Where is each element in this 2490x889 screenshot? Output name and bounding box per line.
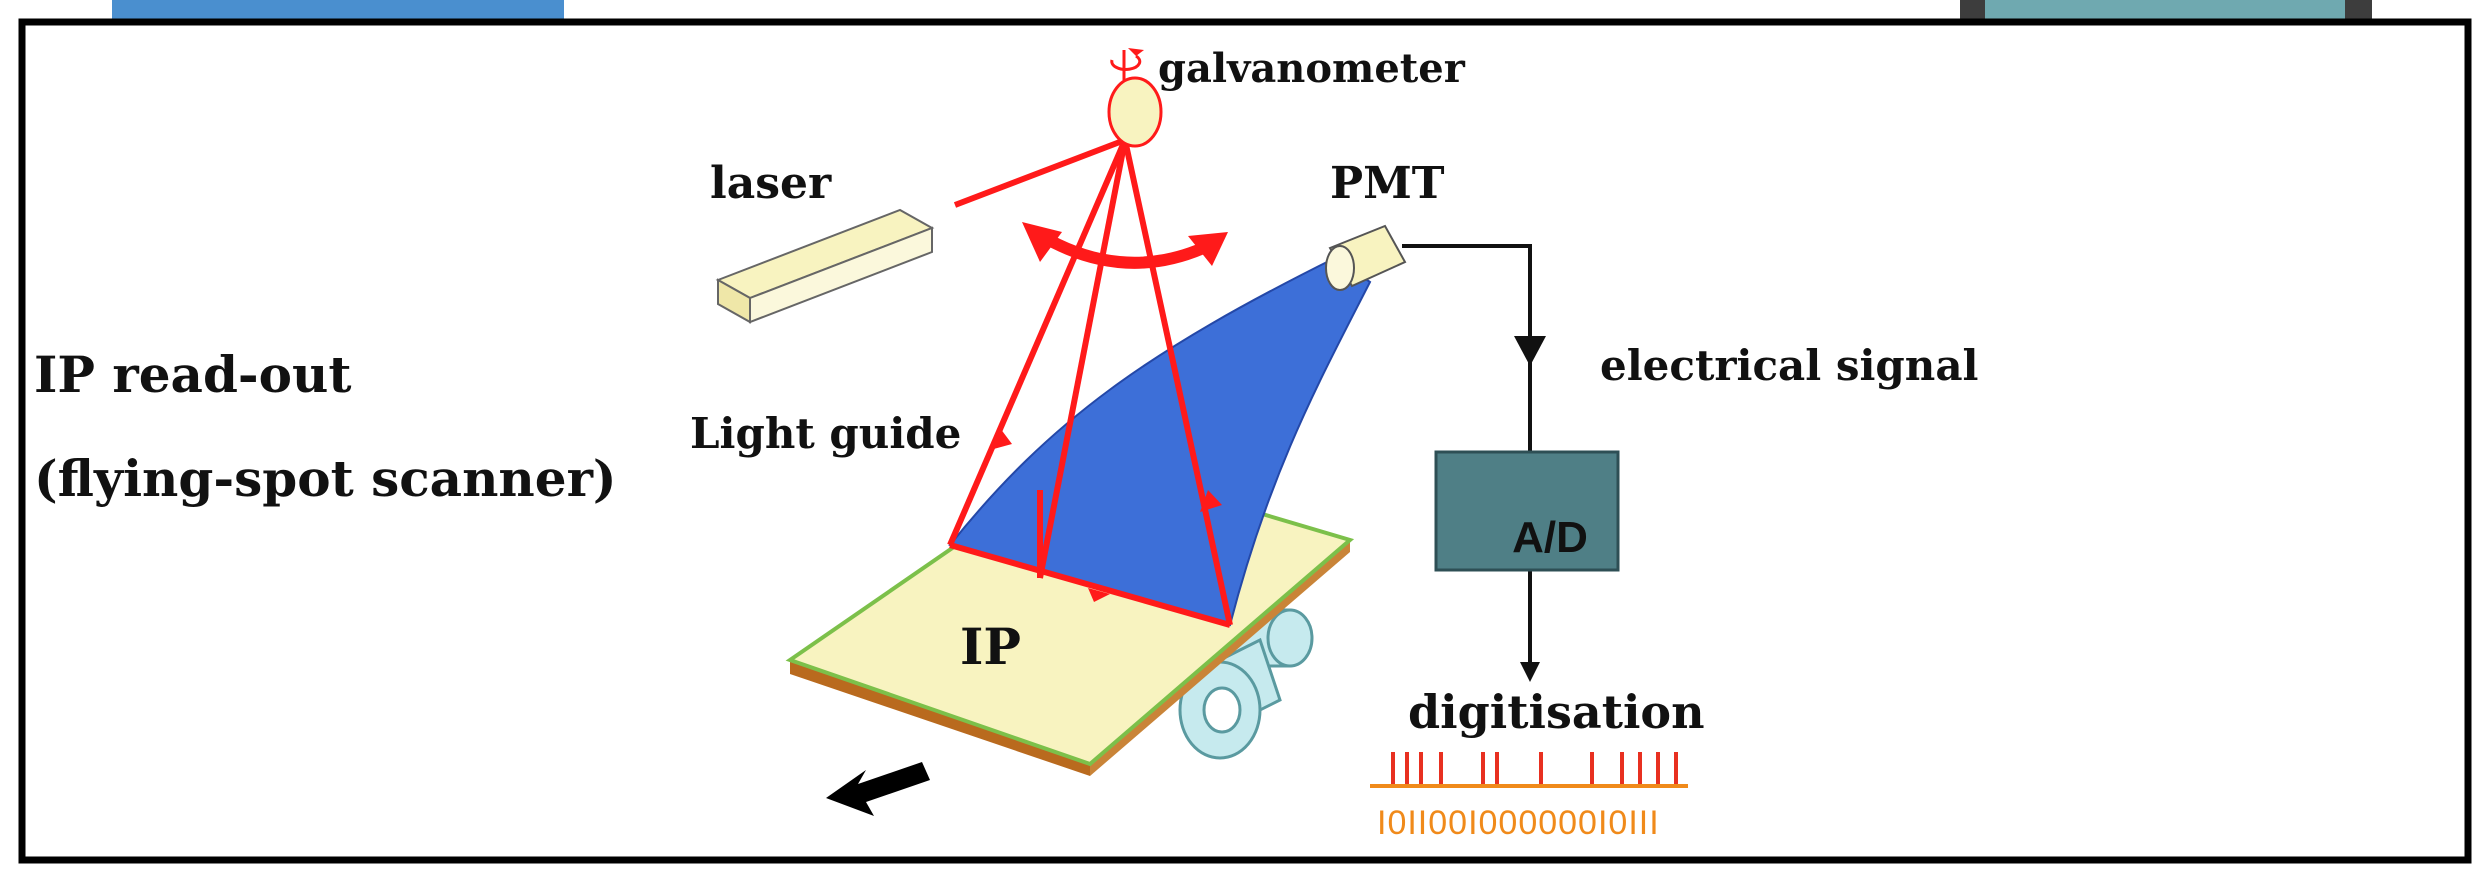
galvanometer-label: galvanometer (1158, 45, 1466, 92)
laser-beams (947, 137, 1233, 628)
galvanometer-mirror-icon (1107, 48, 1163, 148)
signal-wire (1402, 244, 1532, 672)
digitisation-ticks (1391, 752, 1678, 786)
pmt-label: PMT (1330, 158, 1445, 209)
beam-arrowheads (990, 428, 1222, 602)
signal-arrowhead (1514, 336, 1546, 366)
title-line2: (flying-spot scanner) (34, 449, 617, 508)
laser-label: laser (710, 158, 832, 209)
title-line1: IP read-out (34, 345, 351, 404)
pmt-tube-icon (1325, 224, 1407, 291)
digitisation-arrowhead (1520, 662, 1540, 682)
binary-code-text: I0II00I000000I0III (1377, 804, 1660, 842)
laser-box-icon (715, 208, 935, 324)
ad-label: A/D (1512, 513, 1588, 562)
electrical-signal-label: electrical signal (1600, 341, 1979, 390)
light-guide-label: Light guide (690, 409, 961, 458)
scan-direction-arrow-icon (1022, 222, 1228, 269)
digitisation-label: digitisation (1408, 685, 1705, 739)
direction-arrow-icon (826, 762, 930, 816)
ad-converter-box (1434, 450, 1620, 572)
ip-label: IP (960, 617, 1021, 676)
